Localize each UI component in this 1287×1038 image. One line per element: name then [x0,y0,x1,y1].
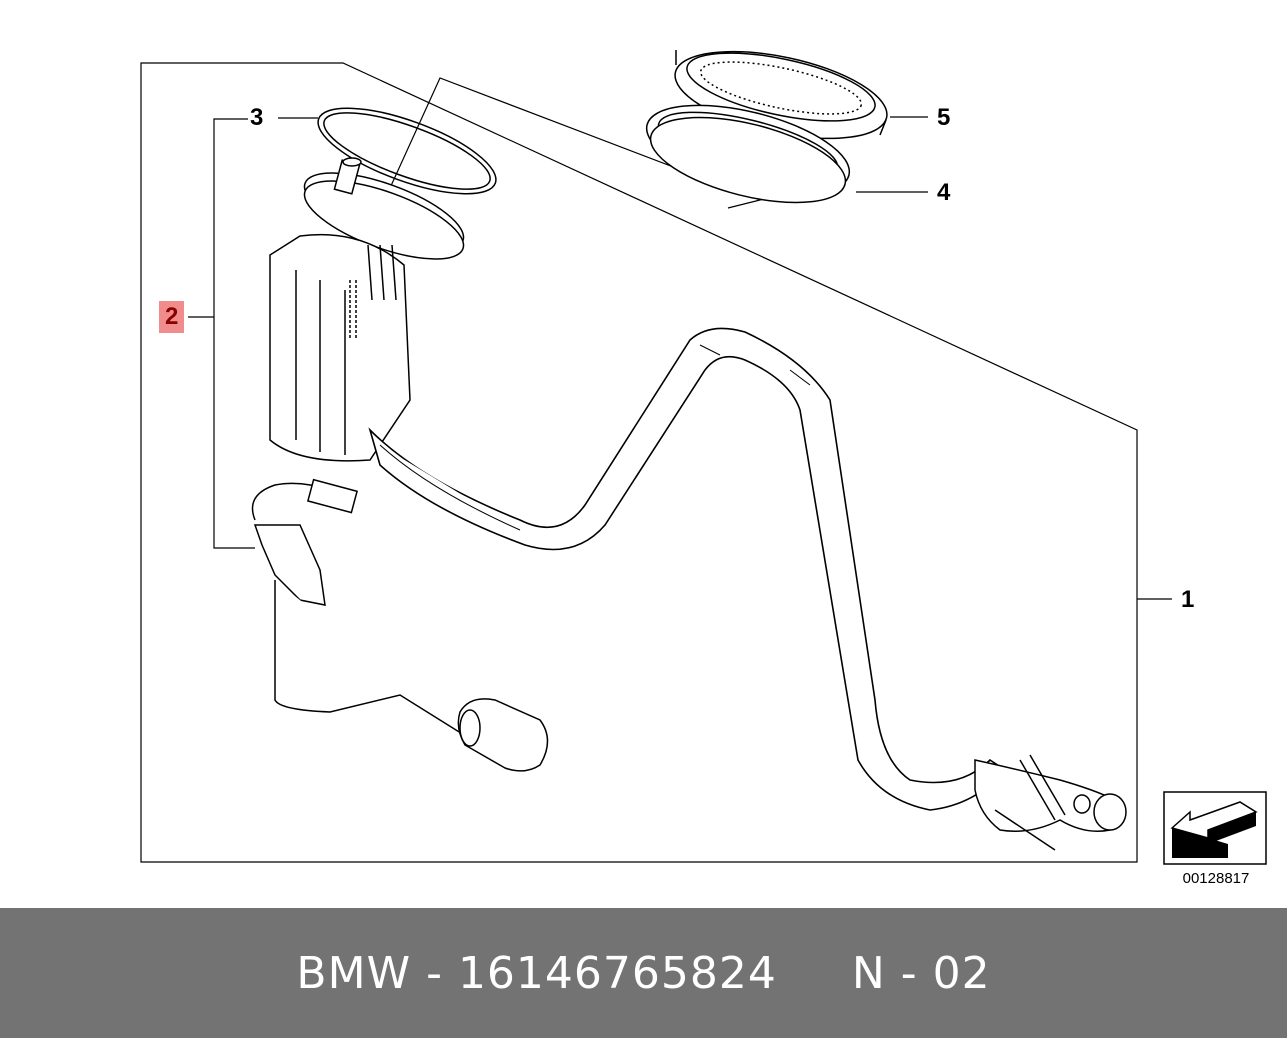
footer-part-number: 16146765824 [457,947,777,999]
callout-3: 3 [250,104,264,131]
parts-diagram [140,50,1267,865]
assembly-frame [140,62,1138,863]
outlet-connector [974,754,1127,851]
pump-canister [269,233,411,462]
seal-ring-4 [645,104,851,204]
direction-arrow-icon [1163,791,1267,865]
level-sensor [251,478,549,772]
footer-part-label: BMW - 16146765824 N - 02 [0,908,1287,1038]
footer-gap [777,948,852,999]
diagram-reference-code: 00128817 [1182,870,1250,887]
fuel-line-1 [368,327,1007,811]
callout-5: 5 [937,104,951,131]
bracket-item-2 [213,118,255,549]
gasket-ring-3 [317,107,497,195]
footer-separator: - [411,947,458,999]
footer-bar: BMW - 16146765824 N - 02 [0,908,1287,1038]
locking-ring-5 [674,50,888,140]
footer-brand: BMW [296,947,412,999]
callout-2-highlighted: 2 [159,301,185,333]
callout-1: 1 [1181,586,1195,613]
footer-variant: N - 02 [851,947,991,999]
callout-4: 4 [937,179,951,206]
